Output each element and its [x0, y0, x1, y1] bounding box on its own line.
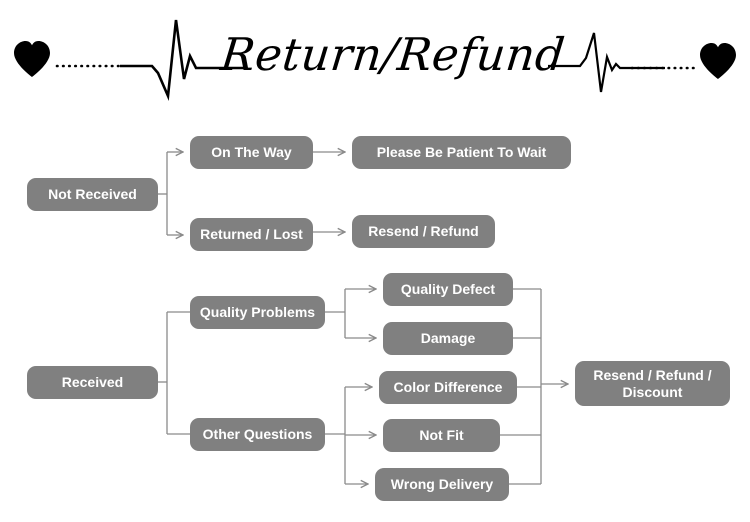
heartbeat-decoration [14, 19, 736, 102]
node-not-fit[interactable]: Not Fit [383, 419, 500, 452]
node-resend-refund[interactable]: Resend / Refund [352, 215, 495, 248]
node-on-the-way[interactable]: On The Way [190, 136, 313, 169]
node-quality-problems[interactable]: Quality Problems [190, 296, 325, 329]
node-wrong-delivery[interactable]: Wrong Delivery [375, 468, 509, 501]
node-not-received[interactable]: Not Received [27, 178, 158, 211]
node-damage[interactable]: Damage [383, 322, 513, 355]
ecg-trace-left [120, 19, 244, 102]
node-other-questions[interactable]: Other Questions [190, 418, 325, 451]
node-received[interactable]: Received [27, 366, 158, 399]
node-resend-refund-discount[interactable]: Resend / Refund / Discount [575, 361, 730, 406]
ecg-trace-right [548, 32, 665, 93]
heart-icon [700, 43, 736, 79]
node-color-difference[interactable]: Color Difference [379, 371, 517, 404]
node-returned-lost[interactable]: Returned / Lost [190, 218, 313, 251]
header-banner: Return/Refund [0, 0, 750, 110]
node-quality-defect[interactable]: Quality Defect [383, 273, 513, 306]
node-please-be-patient-to-wait[interactable]: Please Be Patient To Wait [352, 136, 571, 169]
heart-icon [14, 41, 50, 77]
